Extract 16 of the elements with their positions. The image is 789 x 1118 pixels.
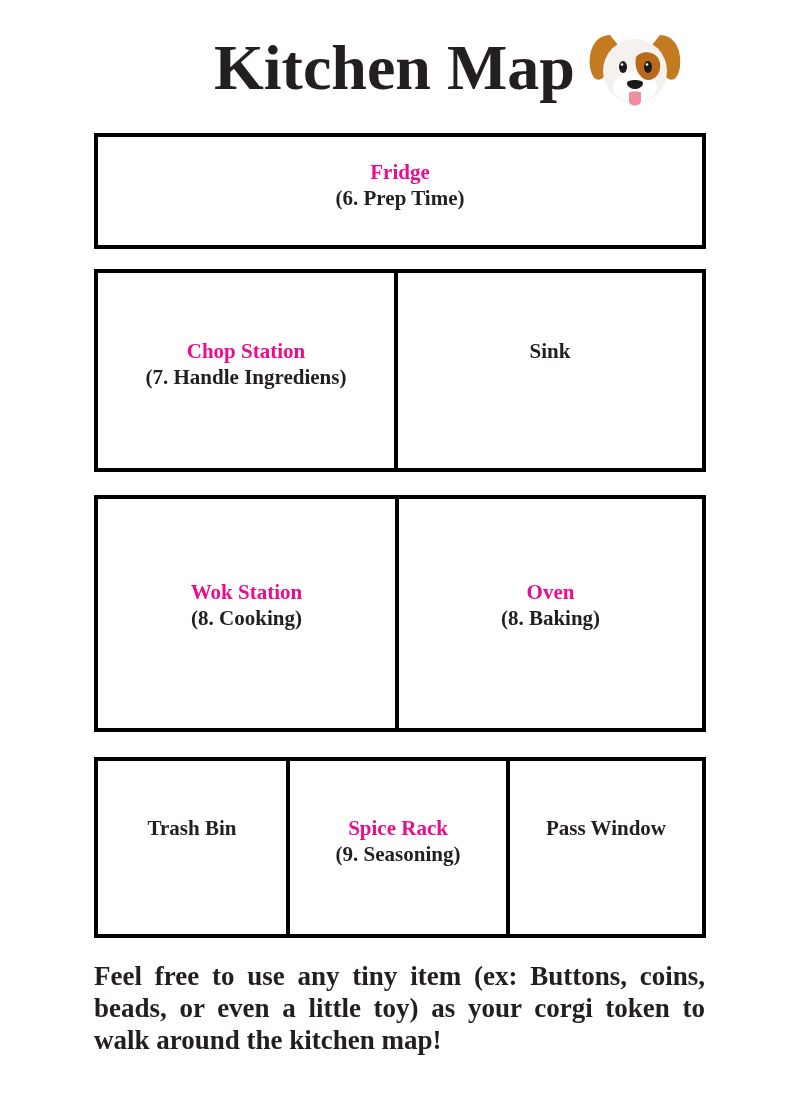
instruction-text: Feel free to use any tiny item (ex: Buttons, coins, beads, or even a little toy) as your corgi token to walk around the kitchen map! — [94, 960, 705, 1056]
area-name: Chop Station — [186, 338, 306, 364]
area-task: (8. Baking) — [500, 605, 601, 631]
area-task: (6. Prep Time) — [335, 185, 465, 211]
area-name: Oven — [526, 579, 575, 605]
page-title: Kitchen Map — [214, 31, 575, 105]
kitchen-area-box — [94, 133, 706, 249]
area-name: Fridge — [370, 159, 430, 185]
area-task: (8. Cooking) — [191, 605, 302, 631]
area-task: (9. Seasoning) — [335, 841, 461, 867]
area-name: Trash Bin — [147, 815, 237, 841]
area-task: (7. Handle Ingrediens) — [145, 364, 347, 390]
area-name: Spice Rack — [348, 815, 448, 841]
area-name: Wok Station — [190, 579, 303, 605]
area-name: Pass Window — [546, 815, 666, 841]
area-name: Sink — [529, 338, 571, 364]
